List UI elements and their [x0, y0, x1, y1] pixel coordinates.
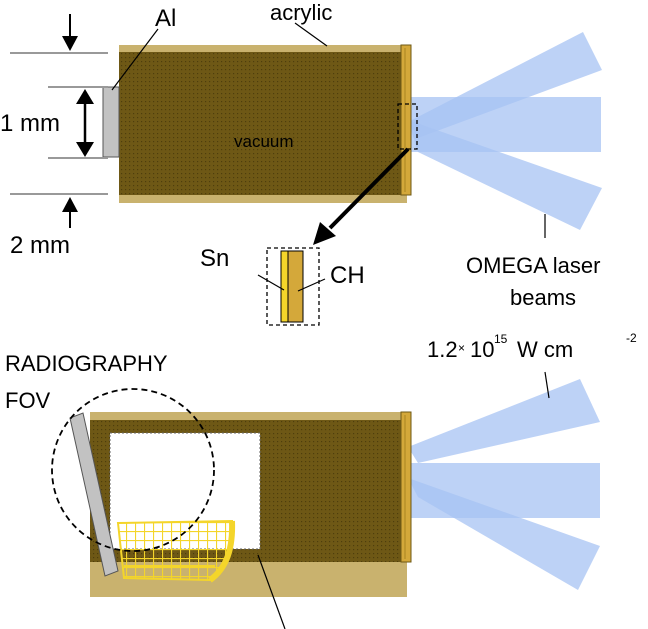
intensity-coeff: 1.2 [427, 337, 458, 362]
label-1mm: 1 mm [0, 110, 60, 137]
intensity-pointer [544, 371, 550, 399]
ch-layer [287, 250, 304, 323]
bottom-panel: RADIOGRAPHY FOV [5, 351, 600, 629]
label-ch: CH [330, 262, 365, 289]
target-foil-bottom [400, 411, 412, 563]
intensity-base: 10 [470, 337, 494, 362]
label-al: Al [155, 5, 176, 32]
vacuum-region-top [119, 52, 407, 195]
acrylic-pointer [294, 22, 328, 47]
laser-beam-upper-bottom [408, 379, 600, 463]
intensity-exponent: 15 [494, 332, 508, 346]
dimension-arrow-1mm [76, 89, 94, 157]
laser-beam-lower [408, 120, 602, 230]
laser-beams-bottom [408, 379, 600, 590]
intensity-unit: W cm [517, 337, 573, 362]
al-pointer [111, 28, 159, 91]
laser-beam-lower-bottom [408, 478, 600, 590]
top-panel: Al acrylic vacuum 1 mm 2 mm Sn CH OMEGA … [0, 0, 637, 362]
laser-beams-top [408, 32, 602, 230]
sn-pointer [257, 274, 285, 291]
intensity-times: × [458, 341, 465, 355]
foil-inset [257, 247, 326, 326]
label-omega-line2: beams [510, 285, 576, 310]
radiography-fov-circle [51, 388, 215, 552]
laser-intensity-label: 1.2 × 10 15 W cm -2 [427, 331, 637, 362]
sn-layer [280, 250, 289, 323]
label-2mm: 2 mm [10, 232, 70, 259]
target-foil-top [400, 44, 412, 196]
al-plate-tilted [69, 412, 119, 577]
label-vacuum: vacuum [234, 132, 294, 151]
label-acrylic: acrylic [270, 0, 332, 25]
inset-arrow [313, 147, 410, 245]
cavity-pointer [257, 554, 286, 629]
label-fov: FOV [5, 388, 51, 413]
ch-pointer [297, 278, 326, 292]
label-omega-line1: OMEGA laser [466, 253, 600, 278]
inset-dashed-box [266, 247, 320, 326]
intensity-unit-exponent: -2 [626, 331, 637, 345]
dimension-arrow-2mm-bottom [62, 197, 78, 228]
dimension-arrow-2mm-top [62, 14, 78, 51]
label-radiography: RADIOGRAPHY [5, 351, 168, 376]
yellow-grid [116, 519, 236, 583]
label-sn: Sn [200, 245, 229, 272]
al-plate-top [102, 86, 120, 158]
